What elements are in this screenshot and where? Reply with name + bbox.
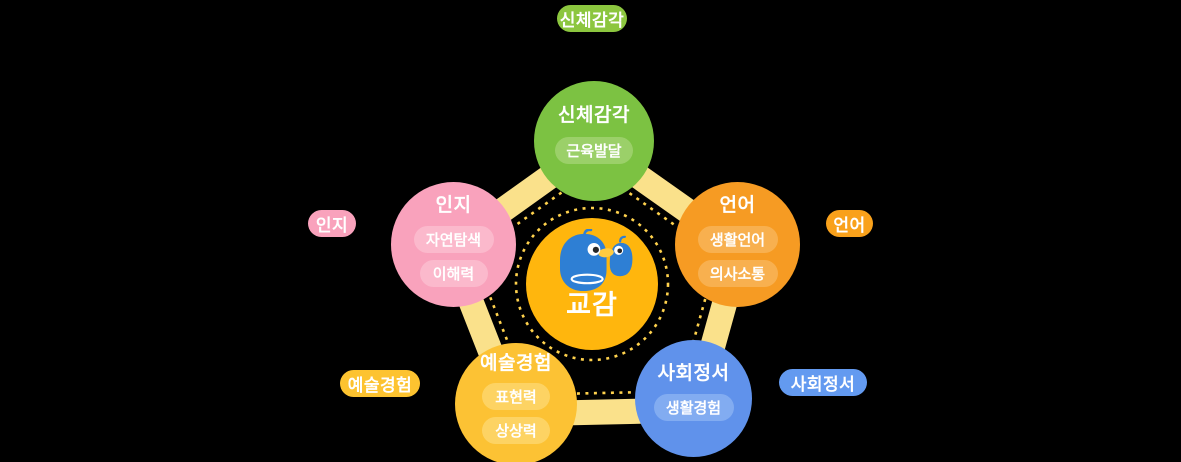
node-pill: 자연탐색 <box>413 226 494 253</box>
node-pill: 표현력 <box>482 383 550 410</box>
node-art-experience: 예술경험 표현력 상상력 <box>455 343 577 462</box>
node-physical-senses: 신체감각 근육발달 <box>534 81 654 201</box>
node-pill: 상상력 <box>482 417 550 444</box>
node-social-emotional: 사회정서 생활경험 <box>635 340 752 457</box>
bird-mascot-icon <box>560 229 635 292</box>
node-language: 언어 생활언어 의사소통 <box>675 182 800 307</box>
node-title: 신체감각 <box>558 105 630 126</box>
node-cognition: 인지 자연탐색 이해력 <box>391 182 516 307</box>
node-pill: 이해력 <box>419 260 488 287</box>
outer-label-art-experience: 예술경험 <box>340 370 420 397</box>
node-title: 인지 <box>435 195 472 216</box>
node-title: 언어 <box>719 195 756 216</box>
outer-label-physical-senses: 신체감각 <box>557 5 627 32</box>
node-pill: 의사소통 <box>697 260 778 287</box>
node-title: 사회정서 <box>657 363 730 384</box>
outer-label-cognition: 인지 <box>308 210 356 237</box>
pentagon-dotted-line <box>472 167 719 396</box>
center-node: 교감 <box>526 218 658 350</box>
node-pill: 생활언어 <box>697 226 778 253</box>
outer-label-social-emotional: 사회정서 <box>779 369 867 396</box>
outer-label-language: 언어 <box>826 210 873 237</box>
node-pill: 근육발달 <box>555 137 633 164</box>
center-dotted-ring <box>514 206 670 362</box>
center-title: 교감 <box>566 290 618 320</box>
node-title: 예술경험 <box>480 353 552 374</box>
node-pill: 생활경험 <box>653 394 734 421</box>
